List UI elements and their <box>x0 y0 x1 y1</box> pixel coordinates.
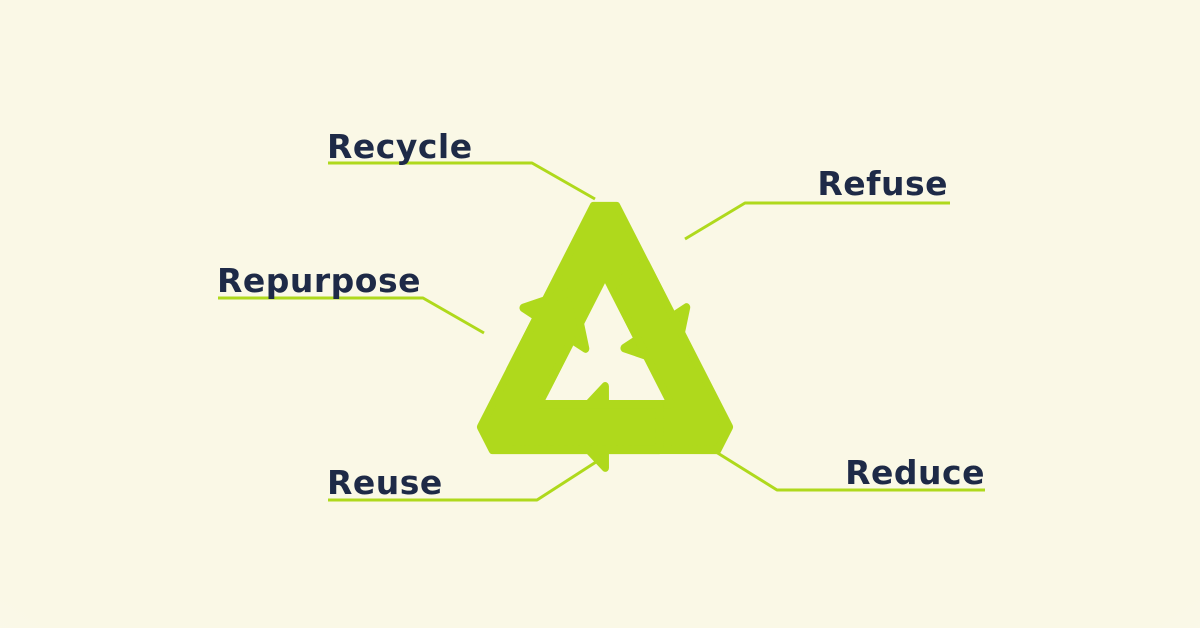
label-reuse: Reuse <box>327 463 443 502</box>
connector-repurpose <box>218 296 485 335</box>
label-recycle: Recycle <box>327 127 473 166</box>
label-refuse: Refuse <box>817 164 948 203</box>
connector-reduce <box>715 450 985 492</box>
label-reduce: Reduce <box>845 453 985 492</box>
connector-recycle <box>328 161 596 201</box>
recycling-symbol-icon <box>446 175 764 535</box>
label-repurpose: Repurpose <box>217 261 421 300</box>
connector-refuse <box>684 201 950 241</box>
connector-reuse <box>328 460 597 502</box>
